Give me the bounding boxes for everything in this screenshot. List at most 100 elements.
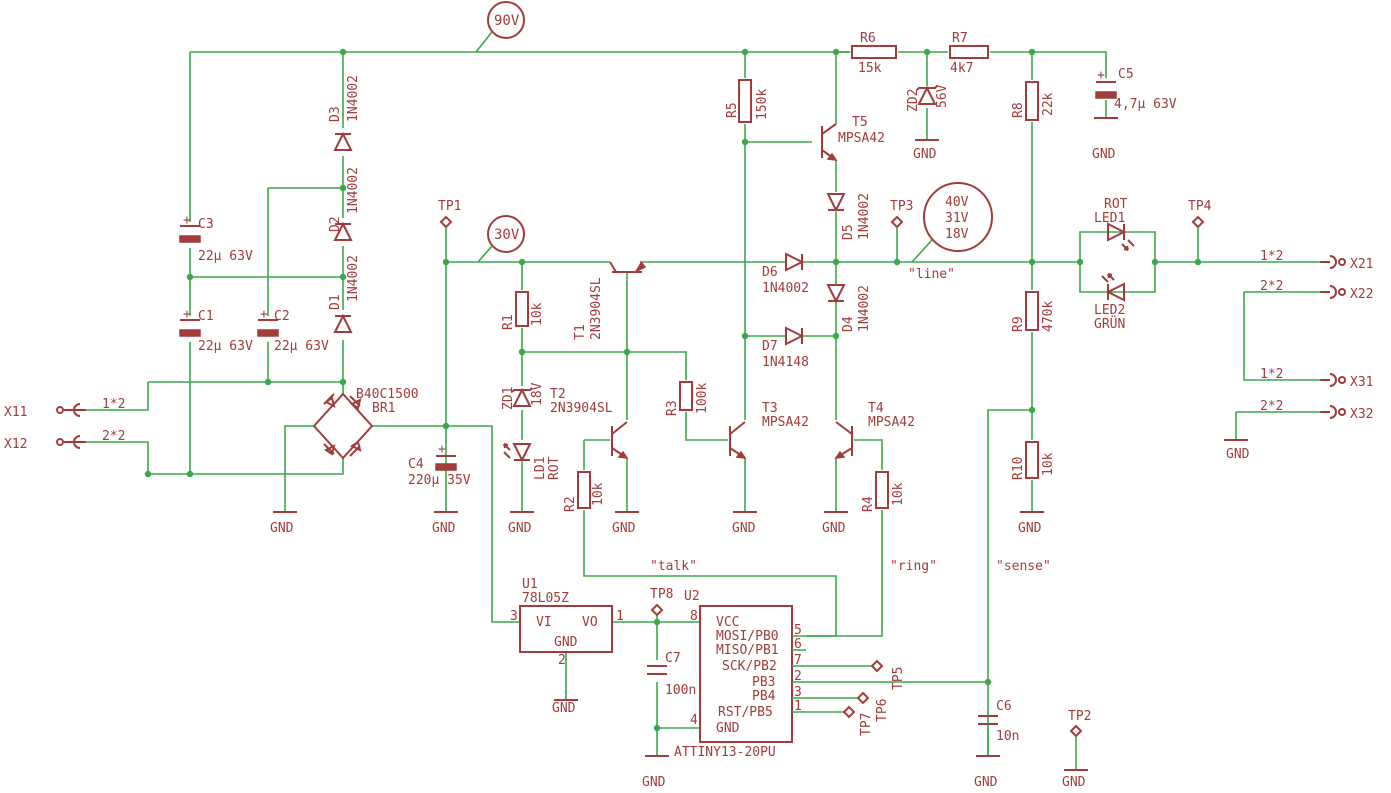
color-led1: ROT	[1104, 197, 1128, 212]
label-c1: C1	[198, 309, 214, 324]
gnd-t3: GND	[732, 521, 756, 536]
label-r8: R8	[1011, 102, 1026, 118]
label-x22: X22	[1350, 287, 1373, 302]
connector-x22	[1320, 285, 1346, 299]
pin-u1-gnd: GND	[554, 635, 578, 650]
value-u1: 78L05Z	[522, 591, 569, 606]
resistor-r3	[679, 381, 693, 411]
pin-x12: 2*2	[102, 429, 125, 444]
transistor-t2	[611, 421, 629, 459]
regulator-u1	[519, 605, 613, 653]
capacitor-c5: +	[1095, 68, 1117, 99]
capacitor-c7	[647, 665, 667, 675]
transistor-t5	[821, 123, 838, 161]
resistor-r9	[1025, 291, 1039, 331]
label-r5: R5	[725, 102, 740, 118]
capacitor-c1: +	[179, 307, 201, 337]
pin-u2-2: 2	[794, 669, 802, 684]
color-ld1: ROT	[547, 456, 562, 480]
value-br1: B40C1500	[356, 387, 419, 402]
value-t3: MPSA42	[762, 415, 809, 430]
transistor-t1	[609, 260, 647, 273]
pin-u1-vi: VI	[536, 615, 552, 630]
connector-x32	[1320, 405, 1346, 419]
label-c6: C6	[996, 699, 1012, 714]
resistor-r5	[738, 79, 752, 123]
label-x31: X31	[1350, 375, 1373, 390]
pin-x11: 1*2	[102, 397, 125, 412]
value-d2: 1N4002	[346, 167, 361, 214]
led-ld1	[503, 443, 532, 463]
value-r5: 150k	[755, 89, 770, 120]
svg-text:+: +	[260, 307, 268, 322]
connector-x21	[1320, 255, 1346, 269]
label-tp4: TP4	[1188, 199, 1212, 214]
pin-x21: 1*2	[1260, 249, 1283, 264]
color-led2: GRÜN	[1094, 315, 1125, 332]
value-d4: 1N4002	[857, 285, 872, 332]
label-led1: LED1	[1094, 211, 1125, 226]
label-x11: X11	[4, 405, 27, 420]
diode-d2	[333, 221, 353, 241]
pin-u2-pb0: MOSI/PB0	[716, 629, 779, 644]
pin-u2-4: 4	[690, 713, 698, 728]
voltage-31: 31V	[945, 211, 969, 226]
value-r1: 10k	[530, 302, 545, 326]
value-c4: 220µ 35V	[408, 473, 471, 488]
pin-u2-gnd: GND	[716, 721, 740, 736]
components: + + + + +	[56, 1, 1346, 771]
voltage-90: 90V	[494, 13, 520, 29]
label-c4: C4	[408, 457, 424, 472]
pin-u1-2: 2	[558, 653, 566, 668]
microcontroller-u2	[699, 605, 806, 743]
gnd-c7: GND	[642, 775, 666, 790]
value-c5: 4,7µ 63V	[1114, 97, 1177, 112]
label-c3: C3	[198, 217, 214, 232]
svg-text:+: +	[183, 307, 191, 322]
gnd-br1: GND	[270, 521, 294, 536]
resistor-r10	[1025, 441, 1039, 479]
capacitor-c3: +	[179, 213, 201, 243]
value-d6: 1N4002	[762, 281, 809, 296]
value-r3: 100k	[695, 383, 710, 414]
value-c2: 22µ 63V	[274, 339, 329, 354]
pin-u2-pb3: PB3	[752, 675, 775, 690]
pin-u2-6: 6	[794, 637, 802, 652]
resistor-r4	[875, 471, 889, 509]
label-x32: X32	[1350, 407, 1373, 422]
svg-text:+: +	[183, 213, 191, 228]
gnd-ld1: GND	[508, 521, 532, 536]
pin-u2-1: 1	[794, 699, 802, 714]
testpoints	[439, 215, 1205, 738]
zener-zd1	[511, 387, 533, 407]
gnd-x32: GND	[1226, 447, 1250, 462]
value-c6: 10n	[996, 729, 1019, 744]
pin-x31: 1*2	[1260, 367, 1283, 382]
value-r6: 15k	[858, 61, 882, 76]
label-c2: C2	[274, 309, 290, 324]
svg-text:+: +	[1097, 68, 1105, 83]
label-br1: BR1	[372, 401, 395, 416]
label-u1: U1	[522, 577, 538, 592]
label-x21: X21	[1350, 257, 1373, 272]
label-r1: R1	[501, 314, 516, 330]
pin-u2-5: 5	[794, 623, 802, 638]
pin-u2-pb1: MISO/PB1	[716, 643, 779, 658]
label-r6: R6	[860, 31, 876, 46]
label-tp6: TP6	[875, 699, 890, 722]
pin-u1-vo: VO	[582, 615, 598, 630]
value-d1: 1N4002	[346, 255, 361, 302]
resistor-r7	[949, 45, 989, 59]
pin-u2-pb5: RST/PB5	[718, 705, 773, 720]
value-c3: 22µ 63V	[198, 249, 253, 264]
label-r2: R2	[563, 496, 578, 512]
resistor-r2	[577, 471, 591, 509]
gnd-t4: GND	[822, 521, 846, 536]
value-zd1: 18V	[530, 382, 545, 406]
gnd-u1: GND	[552, 701, 576, 716]
value-r10: 10k	[1041, 452, 1056, 476]
label-x12: X12	[4, 437, 27, 452]
transistor-t4	[834, 421, 853, 459]
gnd-c5: GND	[1092, 147, 1116, 162]
